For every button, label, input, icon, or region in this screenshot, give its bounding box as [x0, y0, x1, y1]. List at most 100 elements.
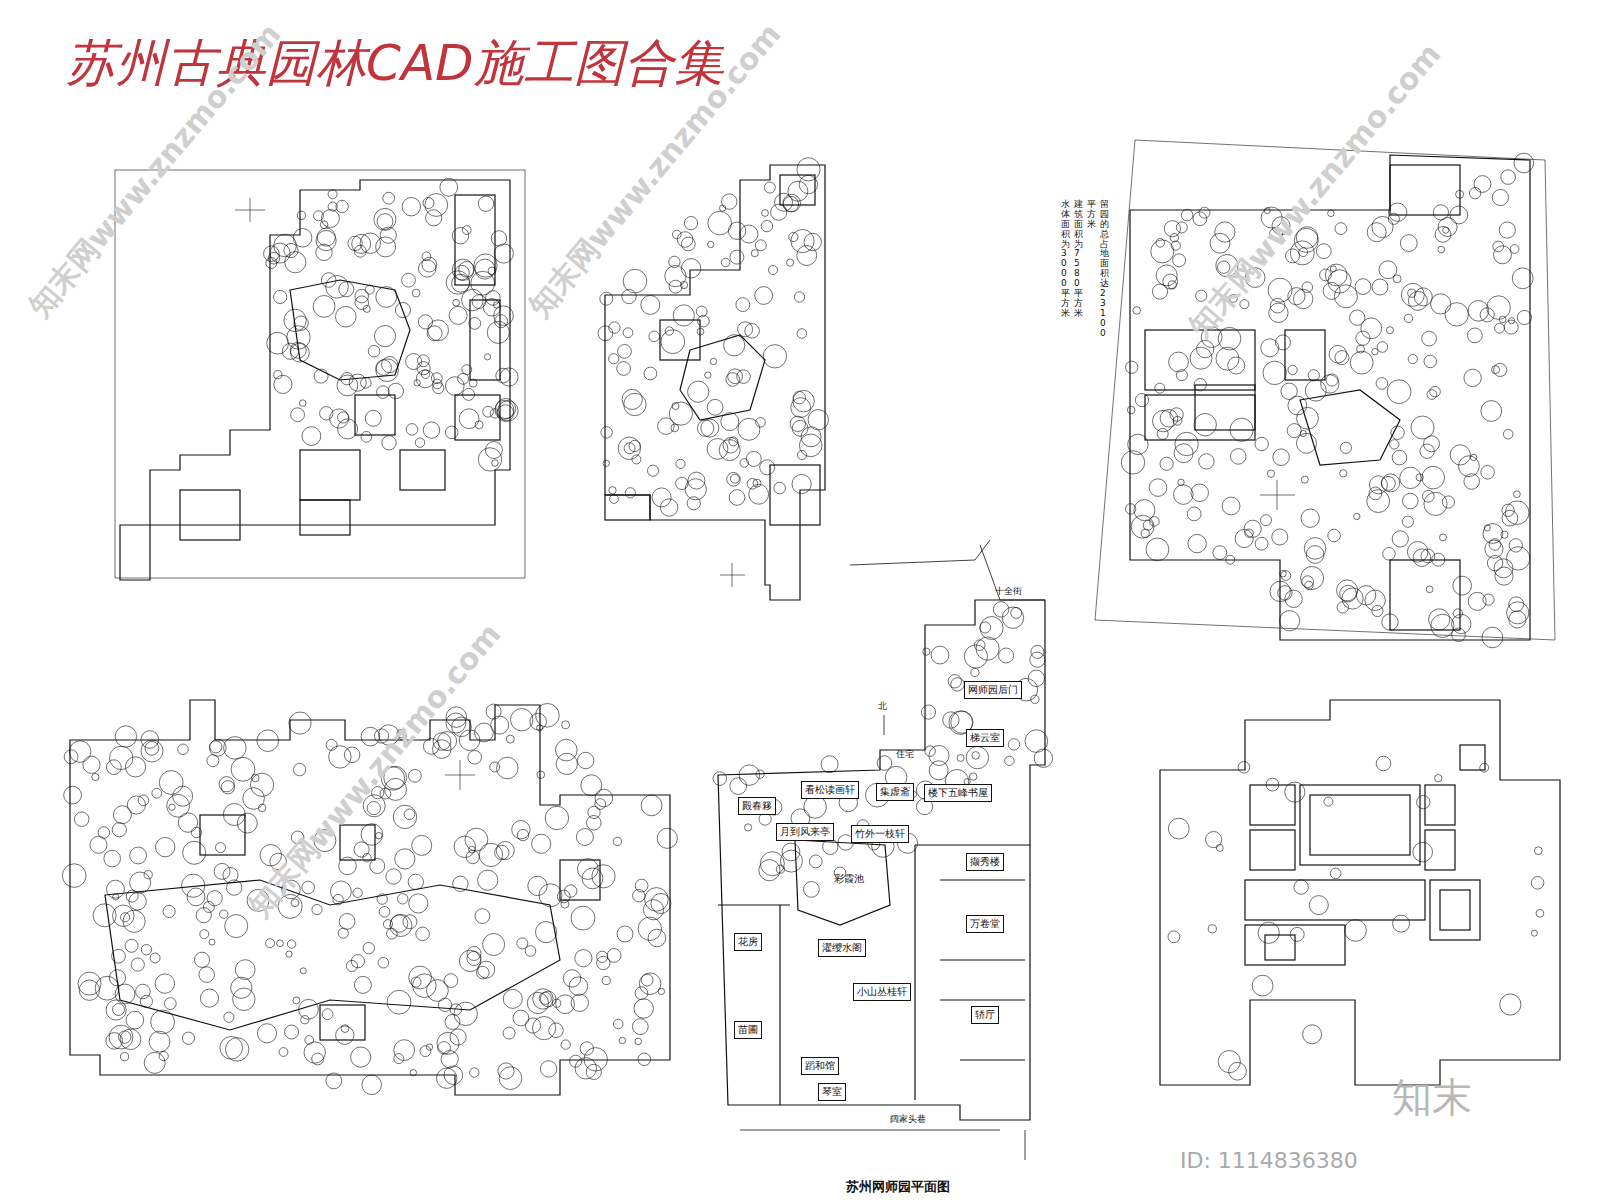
tree-symbol: [783, 196, 798, 211]
area-label: 住宅: [896, 748, 914, 761]
tree-symbol: [377, 894, 387, 904]
tree-symbol: [1194, 379, 1206, 391]
tree-symbol: [1238, 762, 1250, 774]
tree-symbol: [150, 953, 160, 963]
tree-symbol: [496, 399, 516, 419]
tree-symbol: [635, 879, 648, 892]
tree-symbol: [1005, 756, 1014, 765]
tree-symbol: [728, 222, 745, 239]
tree-symbol: [595, 799, 606, 810]
tree-symbol: [617, 362, 631, 376]
tree-symbol: [565, 885, 577, 897]
tree-symbol: [1450, 206, 1468, 224]
tree-symbol: [1377, 342, 1388, 353]
room-box: 梯云室: [966, 729, 1004, 747]
tree-symbol: [194, 952, 209, 967]
tree-symbol: [479, 843, 502, 866]
tree-symbol: [351, 1047, 371, 1067]
tree-symbol: [925, 746, 936, 757]
tree-symbol: [729, 437, 738, 446]
tree-symbol: [220, 1037, 243, 1060]
tree-symbol: [1228, 357, 1245, 374]
tree-symbol: [69, 741, 91, 763]
tree-symbol: [804, 882, 820, 898]
tree-symbol: [328, 190, 337, 199]
tree-symbol: [707, 399, 723, 415]
tree-symbol: [931, 646, 949, 664]
tree-symbol: [64, 786, 82, 804]
tree-symbol: [1393, 915, 1410, 932]
tree-symbol: [231, 977, 252, 998]
pond: [680, 335, 765, 420]
tree-symbol: [418, 355, 430, 367]
tree-symbol: [316, 231, 336, 251]
tree-symbol: [635, 987, 648, 1000]
tree-symbol: [730, 778, 747, 795]
tree-symbol: [1361, 318, 1382, 339]
tree-symbol: [799, 175, 817, 193]
tree-symbol: [1173, 254, 1186, 267]
room-box: 蹈和馆: [801, 1057, 839, 1075]
tree-symbol: [196, 908, 211, 923]
tree-symbol: [1367, 223, 1386, 242]
tree-symbol: [1191, 484, 1209, 502]
tree-symbol: [377, 214, 393, 230]
tree-symbol: [1422, 331, 1437, 346]
room-name: 花房: [738, 936, 758, 947]
tree-symbol: [780, 850, 802, 872]
tree-symbol: [374, 208, 396, 230]
tree-symbol: [1294, 289, 1313, 308]
tree-symbol: [420, 1046, 431, 1057]
tree-symbol: [1258, 922, 1279, 943]
tree-symbol: [1278, 586, 1292, 600]
tree-symbol: [724, 335, 745, 356]
tree-symbol: [1443, 227, 1449, 233]
tree-symbol: [661, 330, 685, 354]
tree-symbol: [1288, 365, 1297, 374]
tree-symbol: [483, 299, 500, 316]
tree-symbol: [1235, 529, 1253, 547]
tree-symbol: [433, 383, 444, 394]
tree-symbol: [1135, 394, 1148, 407]
tree-symbol: [1345, 920, 1367, 942]
tree-symbol: [738, 322, 753, 337]
tree-symbol: [722, 194, 737, 209]
tree-symbol: [578, 752, 594, 768]
tree-symbol: [1324, 797, 1333, 806]
tree-symbol: [483, 934, 505, 956]
tree-symbol: [317, 228, 335, 246]
tree-symbol: [1354, 513, 1360, 519]
tree-symbol: [1340, 470, 1347, 477]
tree-symbol: [676, 459, 685, 468]
tree-symbol: [929, 746, 949, 766]
tree-symbol: [257, 1024, 276, 1043]
tree-symbol: [1329, 345, 1347, 363]
tree-symbol: [207, 755, 219, 767]
tree-symbol: [393, 805, 416, 828]
tree-symbol: [1206, 832, 1222, 848]
tree-symbol: [1267, 470, 1274, 477]
tree-symbol: [511, 709, 533, 731]
tree-symbol: [377, 386, 390, 399]
tree-symbol: [506, 735, 514, 743]
tree-symbol: [178, 813, 197, 832]
tree-symbol: [383, 192, 395, 204]
tree-symbol: [618, 437, 640, 459]
tree-symbol: [130, 847, 147, 864]
tree-symbol: [1431, 614, 1454, 637]
tree-symbol: [1499, 222, 1515, 238]
room-name: 梯云室: [970, 732, 1000, 743]
room-box: 濯缨水阁: [818, 939, 866, 957]
tree-symbol: [1400, 235, 1417, 252]
tree-symbol: [556, 753, 577, 774]
tree-symbol: [62, 864, 86, 888]
tree-symbol: [1401, 283, 1424, 306]
tree-symbol: [943, 712, 959, 728]
tree-symbol: [321, 273, 336, 288]
north-mark: 北: [878, 700, 887, 713]
tree-symbol: [751, 250, 758, 257]
tree-symbol: [214, 863, 230, 879]
tree-symbol: [446, 713, 466, 733]
tree-symbol: [1411, 416, 1434, 439]
tree-symbol: [1152, 284, 1167, 299]
